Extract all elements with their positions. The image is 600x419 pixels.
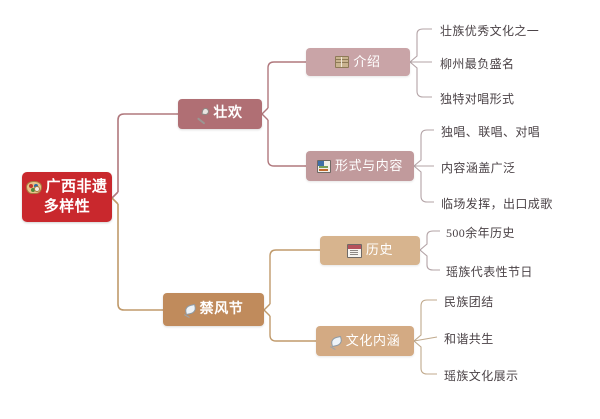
leaf-item: 瑶族代表性节日 <box>446 265 533 279</box>
calendar-icon <box>346 243 362 258</box>
root-node[interactable]: 广西非遗 多样性 <box>22 172 112 222</box>
feather-icon <box>330 336 342 347</box>
edge-zhuanghuan-to-jieshao <box>267 61 306 108</box>
leaf-item: 内容涵盖广泛 <box>441 161 516 175</box>
palette-icon <box>26 180 43 194</box>
leaf-item: 独特对唱形式 <box>440 92 515 106</box>
edge-wenhua-leaf-2 <box>413 336 438 342</box>
edge-lishi-bracket-lower <box>419 249 440 271</box>
branch-node-jinfengjie[interactable]: 禁风节 <box>163 293 264 326</box>
edge-xingshi-bracket <box>413 129 434 167</box>
edge-jinfengjie-to-wenhua <box>269 316 316 342</box>
edge-root-to-zhuanghuan <box>117 113 178 192</box>
edge-lishi-bracket <box>419 230 440 251</box>
root-label-line1: 广西非遗 <box>45 178 108 195</box>
edge-wenhua-bracket-lower <box>413 340 437 375</box>
leaf-item: 民族团结 <box>444 295 494 309</box>
edge-jinfengjie-to-lishi <box>269 249 320 304</box>
leaf-item: 柳州最负盛名 <box>440 57 515 71</box>
sub-node-lishi[interactable]: 历史 <box>320 236 420 265</box>
branch-node-zhuanghuan[interactable]: 壮欢 <box>178 99 262 129</box>
leaf-item: 壮族优秀文化之一 <box>440 24 540 38</box>
edge-jieshao-bracket <box>409 28 432 63</box>
microphone-icon <box>197 108 209 120</box>
leaf-item: 500余年历史 <box>446 226 515 240</box>
edge-root-to-jinfengjie <box>117 204 163 311</box>
book-icon <box>335 56 350 68</box>
edge-root-fork-lower <box>111 197 119 205</box>
root-label-line2: 多样性 <box>43 198 91 215</box>
sub-label-wenhua-neihan: 文化内涵 <box>345 332 401 348</box>
leaf-item: 和谐共生 <box>444 332 494 346</box>
leaf-item: 临场发挥，出口成歌 <box>441 197 553 211</box>
sub-node-xingshi-yu-neirong[interactable]: 形式与内容 <box>306 151 414 181</box>
page-icon <box>316 159 331 173</box>
edge-zhuanghuan-fork <box>261 107 269 115</box>
sub-label-jieshao: 介绍 <box>353 53 381 69</box>
sub-node-wenhua-neihan[interactable]: 文化内涵 <box>316 326 414 356</box>
edge-root-fork <box>111 191 119 199</box>
leaf-item: 瑶族文化展示 <box>444 369 519 383</box>
edge-zhuanghuan-to-xingshi <box>267 120 306 167</box>
edge-jinfengjie-fork <box>263 303 271 311</box>
branch-label-zhuanghuan: 壮欢 <box>213 106 243 122</box>
leaf-item: 独唱、联唱、对唱 <box>441 125 541 139</box>
edge-wenhua-bracket <box>413 299 437 342</box>
edge-zhuanghuan-fork-lower <box>261 113 269 121</box>
edge-jieshao-bracket-lower <box>409 61 432 98</box>
branch-label-jinfengjie: 禁风节 <box>199 301 244 317</box>
sub-label-lishi: 历史 <box>365 242 394 258</box>
edge-xingshi-bracket-lower <box>413 165 434 203</box>
edge-jinfengjie-fork-lower <box>263 309 271 317</box>
sub-node-jieshao[interactable]: 介绍 <box>306 48 410 76</box>
sub-label-xingshi-yu-neirong: 形式与内容 <box>334 157 403 173</box>
feather-pen-icon <box>184 304 196 315</box>
